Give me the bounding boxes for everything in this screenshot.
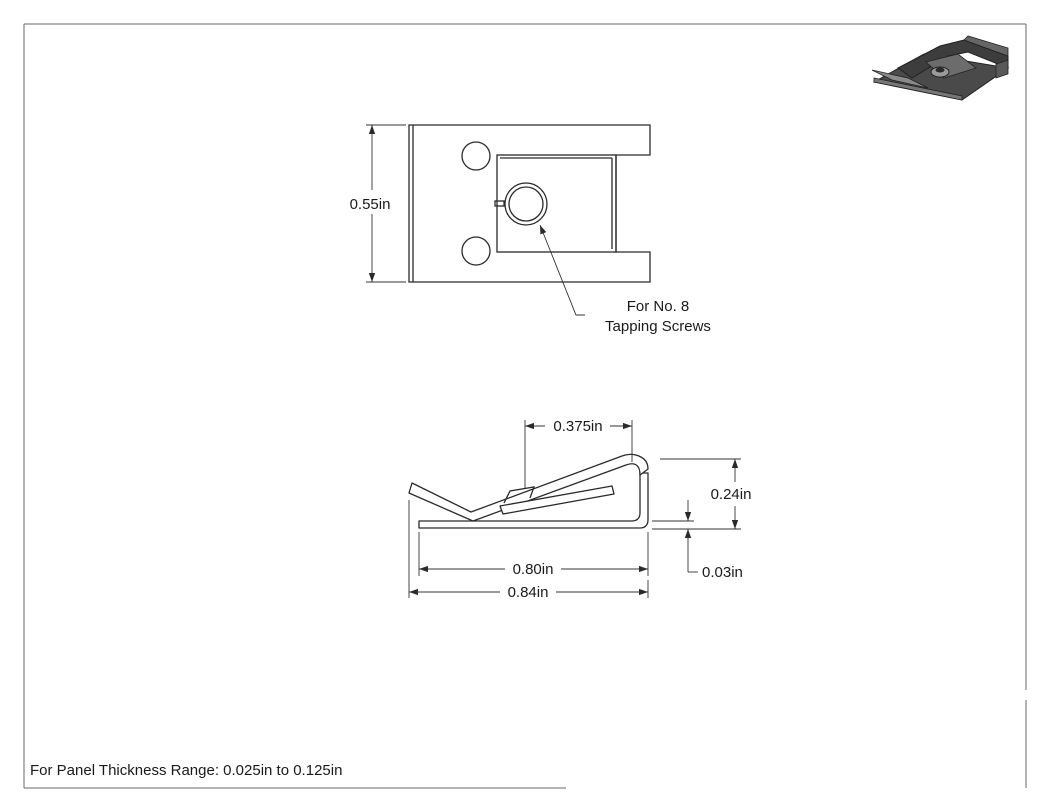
dim-inner-length-label: 0.80in <box>513 561 554 578</box>
callout-line-1: For No. 8 <box>627 298 690 315</box>
dim-inner-length: 0.80in <box>418 532 649 578</box>
dim-overall-length: 0.84in <box>408 500 649 601</box>
dim-height-label: 0.55in <box>350 196 391 213</box>
side-view <box>408 453 649 529</box>
screw-callout: For No. 8 Tapping Screws <box>539 224 711 335</box>
dim-gap: 0.03in <box>652 500 743 581</box>
dim-overall-height: 0.24in <box>652 458 752 530</box>
top-view <box>408 124 651 283</box>
callout-line-2: Tapping Screws <box>605 318 711 335</box>
dim-overall-length-label: 0.84in <box>508 584 549 601</box>
panel-thickness-note: For Panel Thickness Range: 0.025in to 0.… <box>30 762 342 779</box>
dim-overall-height-label: 0.24in <box>711 486 752 503</box>
dim-height-055: 0.55in <box>350 124 406 283</box>
isometric-view <box>871 35 1010 101</box>
dim-gap-label: 0.03in <box>702 564 743 581</box>
drawing-frame <box>23 23 1027 789</box>
dim-nut-offset-label: 0.375in <box>553 418 602 435</box>
dim-nut-offset: 0.375in <box>524 418 633 488</box>
